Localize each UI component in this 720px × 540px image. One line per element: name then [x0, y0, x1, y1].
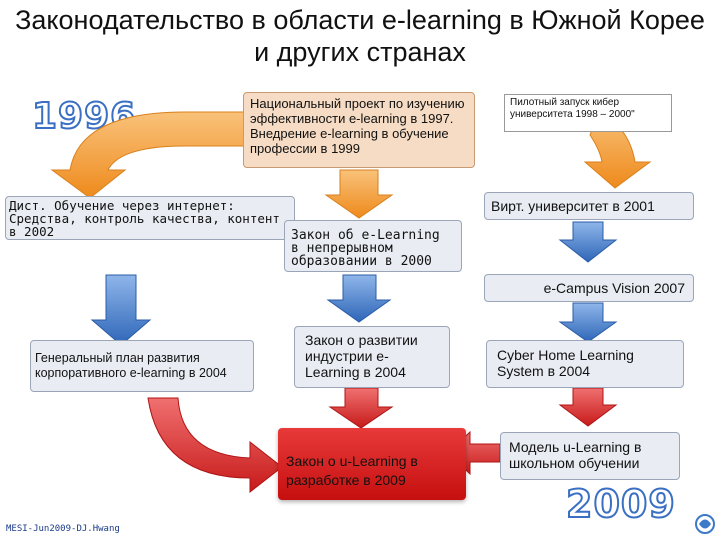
pilot-note: Пилотный запуск кибер университета 1998 … [504, 94, 672, 132]
ecampus-text: e-Campus Vision 2007 [543, 280, 685, 296]
corner-logo-icon [695, 514, 715, 534]
distance-learning-box: Дист. Обучение через интернет: Средства,… [5, 196, 295, 240]
virtual-university-text: Вирт. университет в 2001 [491, 198, 655, 214]
corporate-plan-text: Генеральный план развития корпоративного… [35, 351, 227, 380]
arrow-down-left-blue [90, 274, 152, 346]
national-project-box: Национальный проект по изучению эффектив… [243, 92, 475, 168]
industry-law-box: Закон о развитии индустрии e-Learning в … [294, 326, 450, 388]
cyber-home-box: Cyber Home Learning System в 2004 [486, 340, 684, 388]
curved-arrow-left-top [50, 111, 246, 199]
elearning-law-box: Закон об e-Learning в непрерывном образо… [284, 220, 462, 272]
distance-learning-text: Дист. Обучение через интернет: Средства,… [9, 198, 280, 239]
arrow-down-middle-blue [326, 274, 392, 323]
national-project-text: Национальный проект по изучению эффектив… [250, 96, 465, 156]
page-title: Законодательство в области e-learning в … [15, 5, 705, 67]
curved-arrow-left-red [147, 397, 283, 494]
arrow-down-middle-orange [324, 169, 394, 219]
elearning-law-text: Закон об e-Learning в непрерывном образо… [291, 228, 440, 269]
ulearning-law-text: Закон о u-Learning в разработке в 2009 [286, 453, 418, 488]
ulearning-model-text: Модель u-Learning в школьном обучении [509, 439, 642, 471]
arrow-down-right-blue-2 [558, 302, 618, 343]
arrow-down-right-blue-1 [558, 221, 618, 263]
industry-law-text: Закон о развитии индустрии e-Learning в … [305, 332, 418, 380]
virtual-university-box: Вирт. университет в 2001 [484, 192, 694, 220]
ecampus-box: e-Campus Vision 2007 [484, 274, 694, 302]
corporate-plan-box: Генеральный план развития корпоративного… [30, 340, 254, 392]
ulearning-model-box: Модель u-Learning в школьном обучении [500, 432, 680, 480]
cyber-home-text: Cyber Home Learning System в 2004 [497, 347, 634, 379]
arrow-down-right-red [558, 387, 618, 427]
ulearning-law-box: Закон о u-Learning в разработке в 2009 [278, 428, 466, 500]
footer-credit: MESI-Jun2009-DJ.Hwang [6, 524, 120, 534]
year-end: 2009 [565, 481, 676, 527]
arrow-down-middle-red [328, 387, 394, 429]
